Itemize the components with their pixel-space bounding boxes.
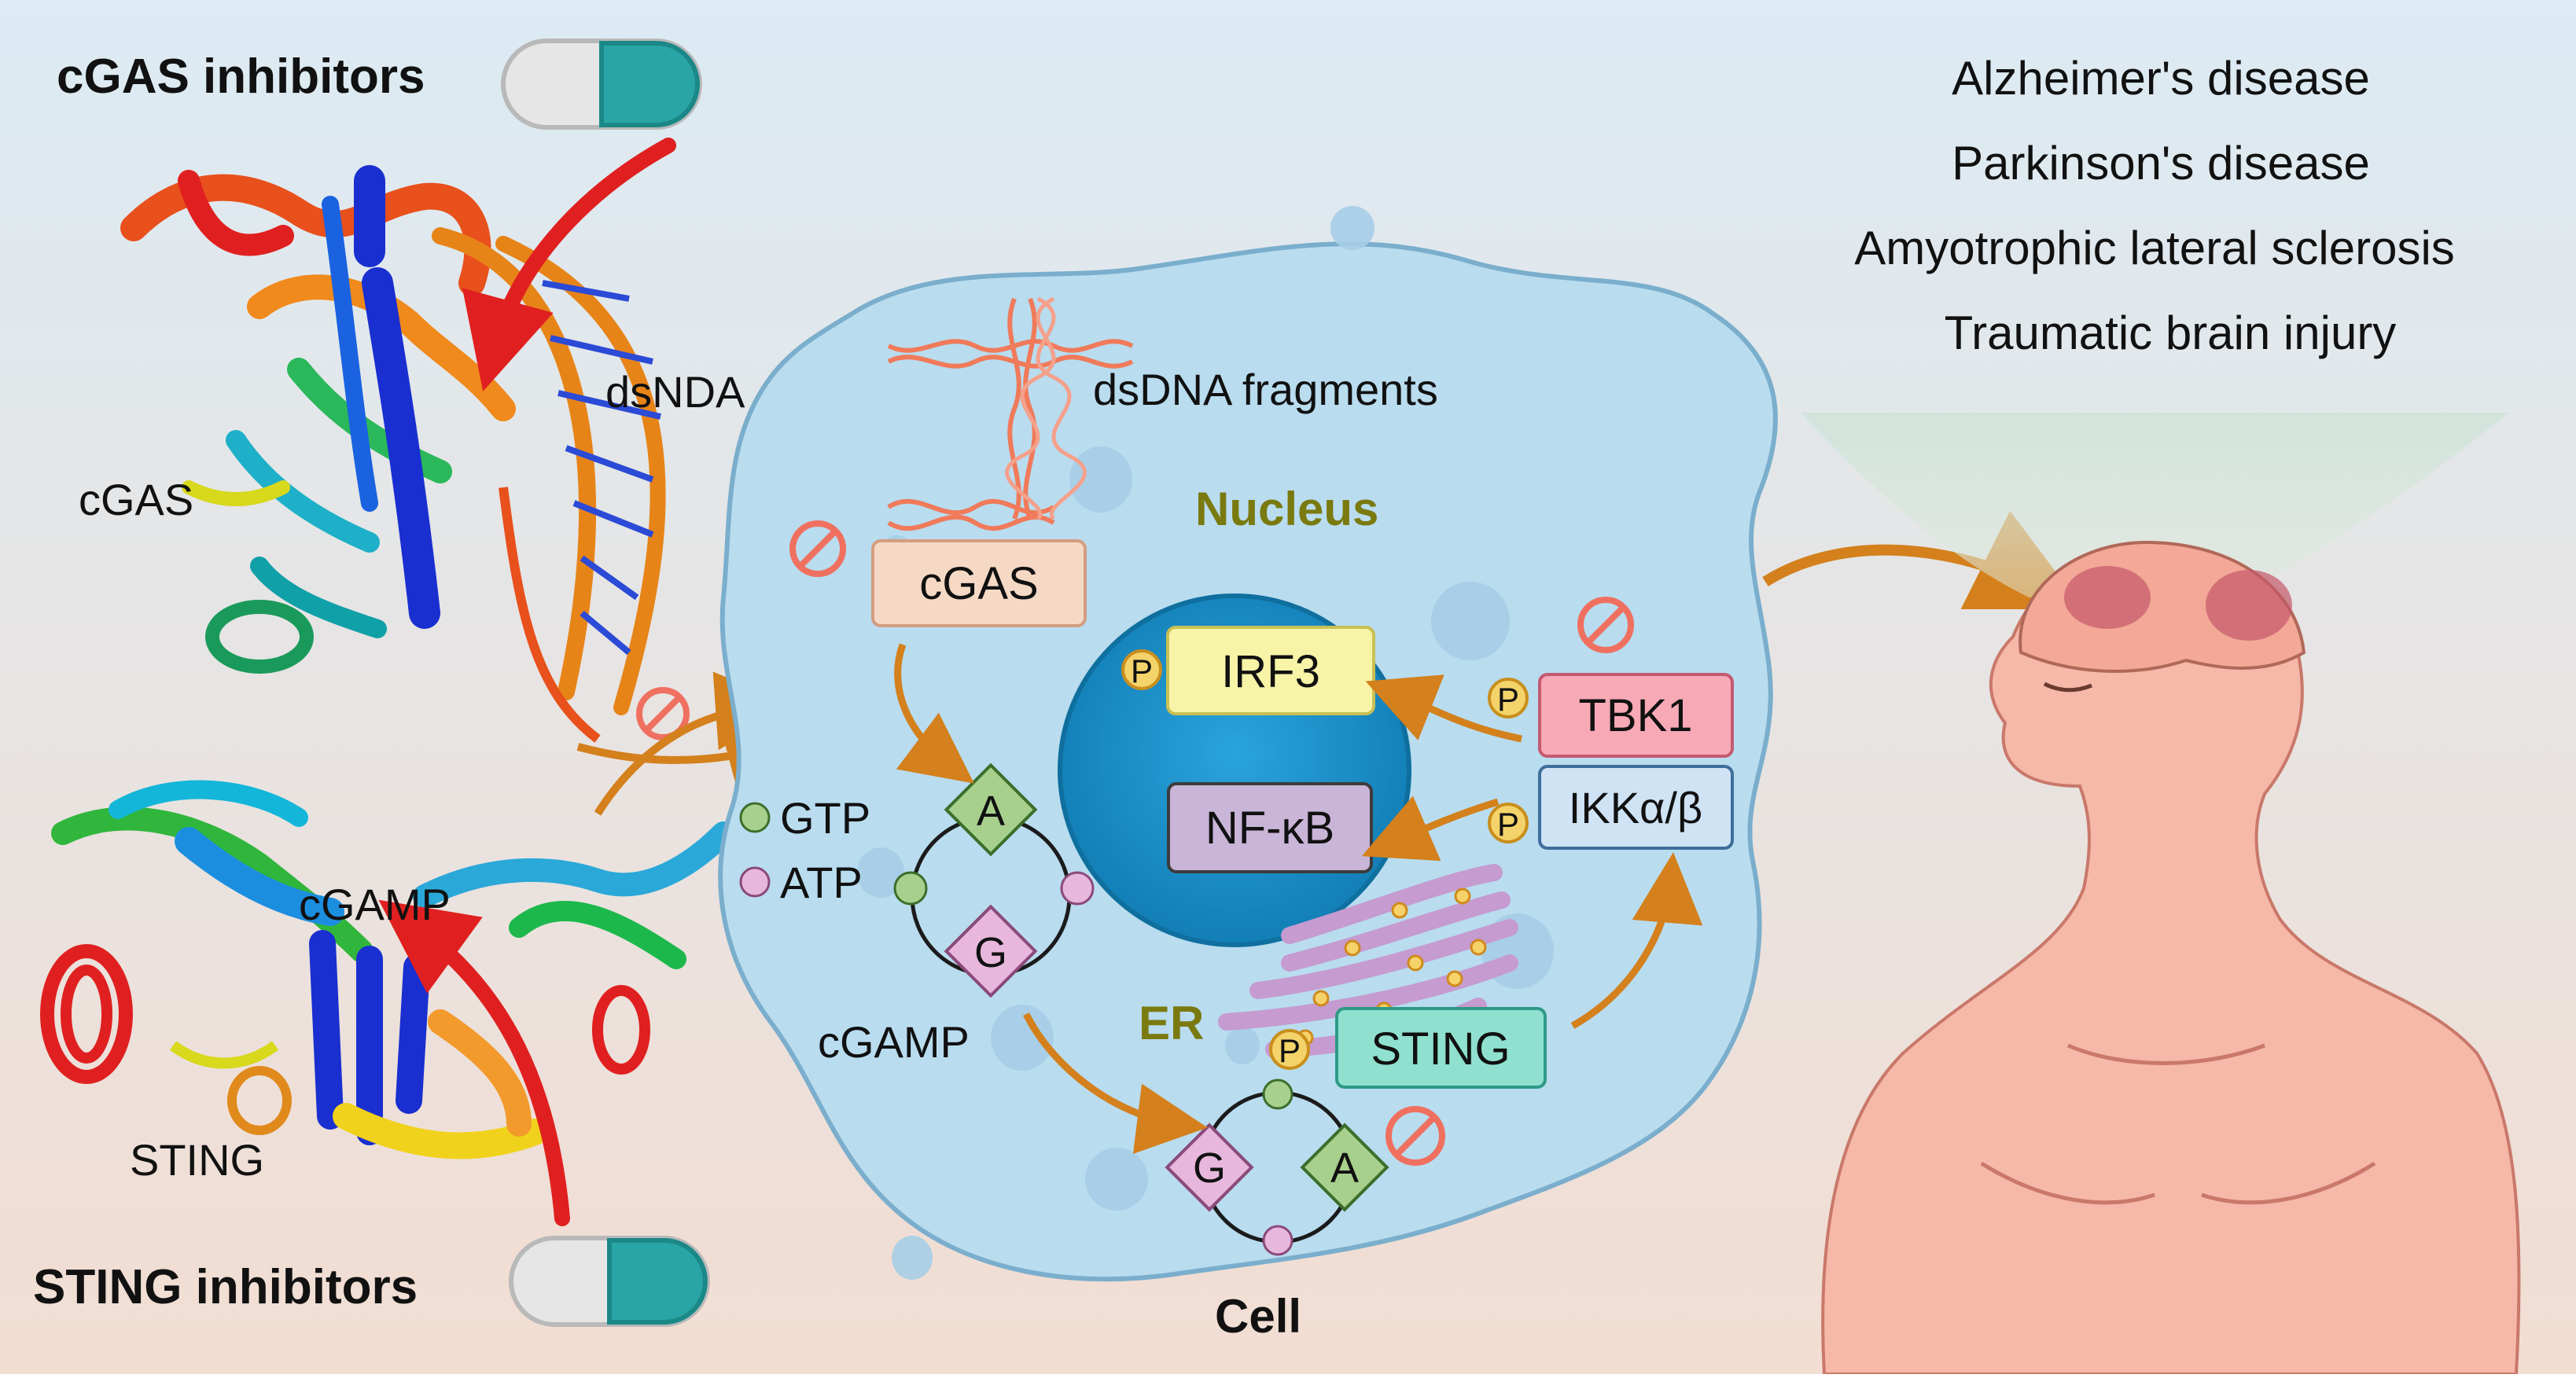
svg-text:A: A <box>1330 1145 1359 1192</box>
cgamp-label: cGAMP <box>818 1017 970 1067</box>
svg-text:G: G <box>974 929 1007 976</box>
disease-3: Amyotrophic lateral sclerosis <box>1854 222 2455 274</box>
sting-inhibitors-label: STING inhibitors <box>33 1260 418 1314</box>
atp-label: ATP <box>780 858 863 907</box>
svg-text:A: A <box>977 788 1005 835</box>
gtp-dot <box>739 802 771 833</box>
dsdna-fragments-graphic <box>887 296 1134 531</box>
cgas-structure <box>120 165 666 743</box>
sting-structure <box>40 780 735 1159</box>
cgamp-structure-label: cGAMP <box>299 880 451 929</box>
cell-label: Cell <box>1215 1290 1301 1343</box>
inhibition-symbol-sting <box>1386 1106 1445 1166</box>
svg-text:P: P <box>1279 1032 1301 1069</box>
irf3-phospho: P <box>1121 649 1162 690</box>
ikk-phospho: P <box>1488 803 1529 843</box>
er-label: ER <box>1139 997 1204 1049</box>
inhibition-symbol-left <box>636 687 690 740</box>
tbk1-box-label: TBK1 <box>1578 690 1692 741</box>
irf3-box-label: IRF3 <box>1221 646 1320 697</box>
sting-inhibitor-red-arrow <box>378 899 570 1226</box>
inhibition-symbol-tbk1 <box>1577 597 1634 653</box>
disease-1: Alzheimer's disease <box>1952 52 2370 105</box>
sting-box <box>1335 1007 1547 1089</box>
cgas-structure-label: cGAS <box>79 475 193 524</box>
cgas-box-label: cGAS <box>919 558 1039 609</box>
atp-dot <box>739 866 771 898</box>
nfkb-box-label: NF-κB <box>1205 803 1334 854</box>
sting-phospho: P <box>1269 1029 1310 1070</box>
inhibition-symbol-cgas <box>789 520 846 577</box>
sting-structure-label: STING <box>130 1135 264 1185</box>
disease-4: Traumatic brain injury <box>1945 307 2397 359</box>
tbk1-phospho: P <box>1488 678 1529 718</box>
dsdna-structure-label: dsNDA <box>605 367 745 417</box>
disease-2: Parkinson's disease <box>1952 137 2370 189</box>
human-figure <box>1821 540 2521 1376</box>
sting-inhibitor-pill-icon <box>509 1236 710 1327</box>
ikk-box <box>1538 765 1734 850</box>
irf3-box <box>1166 626 1375 715</box>
svg-text:P: P <box>1497 806 1519 843</box>
nucleus-label: Nucleus <box>1195 483 1378 535</box>
cgas-inhibitor-pill-icon <box>501 39 702 130</box>
dsdna-fragments-label: dsDNA fragments <box>1093 365 1438 414</box>
cgas-inhibitors-label: cGAS inhibitors <box>57 50 425 104</box>
cgamp-ring-top: A G <box>893 762 1095 998</box>
svg-text:P: P <box>1497 681 1519 718</box>
ikk-box-label: IKKα/β <box>1569 783 1702 832</box>
svg-text:P: P <box>1131 652 1153 689</box>
tbk1-box <box>1538 673 1734 758</box>
projection-cone <box>1801 413 2508 597</box>
cgas-box <box>871 539 1087 627</box>
svg-text:G: G <box>1193 1145 1226 1192</box>
gtp-label: GTP <box>780 793 870 843</box>
cgas-inhibitor-red-arrow <box>462 138 676 391</box>
sting-box-label: STING <box>1371 1023 1510 1075</box>
